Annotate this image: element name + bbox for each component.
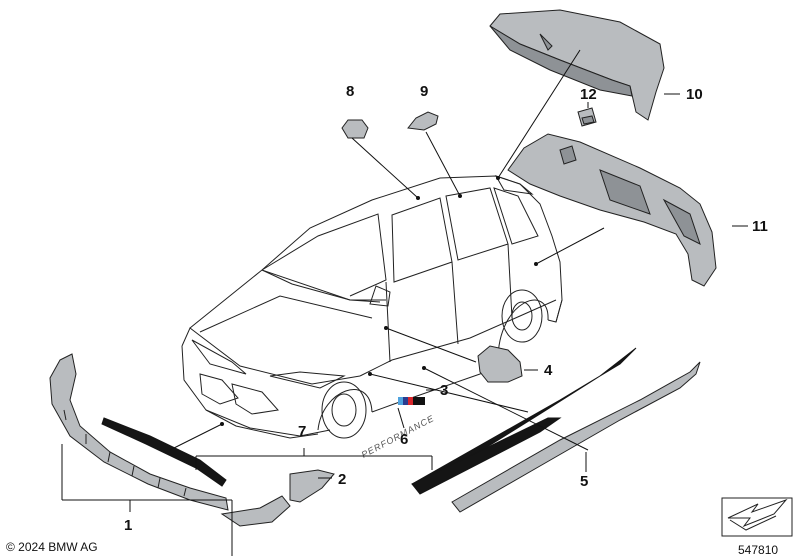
callout-10: 10 [686, 86, 703, 103]
callout-2: 2 [338, 471, 346, 488]
callout-12: 12 [580, 86, 597, 103]
m-stripe-red [408, 397, 413, 405]
drawing-number: 547810 [738, 543, 779, 557]
callout-6: 6 [400, 431, 408, 448]
part-4-mirror-cap [477, 345, 523, 383]
callout-5: 5 [580, 473, 588, 490]
part-9-shark-fin [407, 111, 439, 131]
leader-lines [61, 49, 748, 556]
callout-7: 7 [298, 423, 306, 440]
part-8-antenna-cover [341, 119, 369, 139]
part-11-rear-diffuser [507, 133, 717, 287]
part-12-clip [577, 107, 597, 127]
part-2-front-canard [289, 469, 335, 503]
m-letter-block [413, 397, 425, 405]
callout-1: 1 [124, 517, 132, 534]
view-orientation-icon [721, 497, 793, 537]
m-stripe-dark-blue [403, 397, 408, 405]
callout-9: 9 [420, 83, 428, 100]
callout-8: 8 [346, 83, 354, 100]
part-5-side-skirt [451, 361, 701, 513]
part-10-roof-spoiler [489, 9, 665, 121]
callout-11: 11 [752, 218, 768, 235]
copyright-text: © 2024 BMW AG [6, 540, 98, 554]
m-stripe-light-blue [398, 397, 403, 405]
part-1-front-splitter [49, 353, 291, 527]
callout-3: 3 [440, 382, 448, 399]
part-3-m-badge [398, 397, 425, 405]
car-outline [181, 175, 563, 439]
performance-decal-text: PERFORMANCE [360, 413, 436, 460]
callout-4: 4 [544, 362, 553, 379]
part-7-side-stripe [411, 347, 637, 495]
